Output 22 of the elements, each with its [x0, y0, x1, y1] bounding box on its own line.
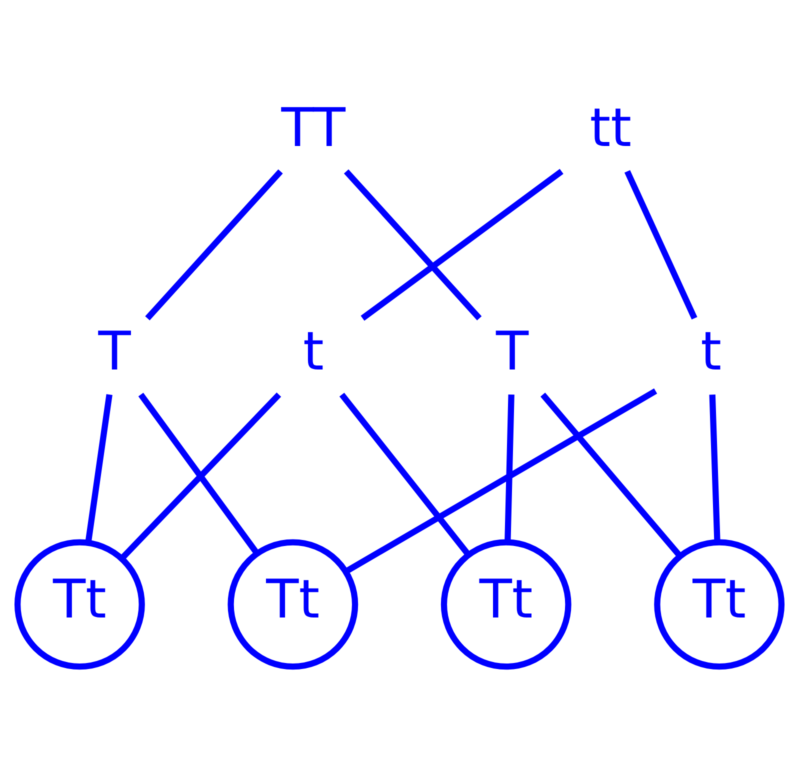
node-circle: Tt: [654, 539, 784, 670]
node-text: TT: [280, 97, 345, 160]
connector: [343, 169, 482, 320]
node-text: t: [700, 320, 722, 383]
node-text: T: [98, 320, 130, 383]
connector: [360, 168, 563, 321]
connector: [624, 170, 697, 320]
connector: [504, 394, 514, 542]
connector: [144, 169, 282, 320]
node-text: tt: [589, 97, 632, 160]
connector: [540, 392, 682, 558]
node-text: t: [302, 320, 324, 383]
connector: [84, 394, 112, 544]
node-circle: Tt: [440, 539, 571, 670]
node-text: T: [495, 320, 528, 383]
node-circle: Tt: [14, 539, 144, 670]
connector: [338, 392, 470, 556]
connector: [120, 392, 281, 560]
connector: [708, 394, 720, 542]
connector: [344, 388, 657, 574]
node-circle: Tt: [227, 539, 358, 670]
connector: [138, 392, 259, 555]
